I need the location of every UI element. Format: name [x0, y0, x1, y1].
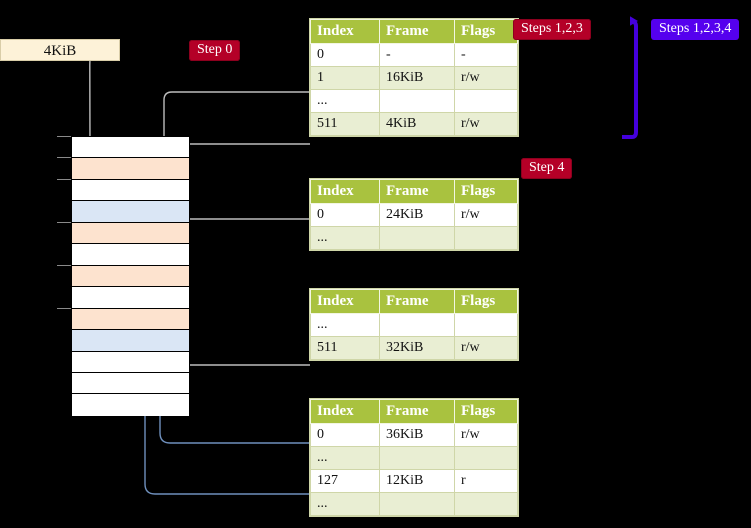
table-cell-index: 0	[310, 423, 380, 447]
memory-frame-row[interactable]	[72, 351, 189, 373]
memory-frame-row[interactable]	[72, 394, 189, 416]
memory-size-label: 4KiB	[0, 39, 120, 61]
memory-frame-row[interactable]	[72, 179, 189, 202]
column-header-frame: Frame	[379, 19, 455, 44]
table-cell-flags	[454, 446, 518, 470]
memory-frame-row[interactable]	[72, 158, 189, 180]
frame-tick-mark	[57, 178, 71, 180]
table-cell-frame: 32KiB	[379, 336, 455, 360]
table-row[interactable]: ...	[310, 492, 518, 516]
table-cell-flags: r/w	[454, 66, 518, 90]
table-cell-frame: -	[379, 43, 455, 67]
table-cell-frame: 4KiB	[379, 112, 455, 136]
table-cell-index: 511	[310, 112, 380, 136]
connector-table2-row511	[173, 314, 310, 366]
table-cell-flags	[454, 89, 518, 113]
table-cell-frame: 24KiB	[379, 203, 455, 227]
physical-memory-grid[interactable]	[71, 136, 190, 416]
column-header-frame: Frame	[379, 289, 455, 314]
table-cell-frame: 12KiB	[379, 469, 455, 493]
table-cell-index: 0	[310, 43, 380, 67]
bracket-steps-1234	[622, 16, 638, 139]
memory-frame-row[interactable]	[72, 330, 189, 352]
table-cell-index: ...	[310, 492, 380, 516]
column-header-index: Index	[310, 289, 380, 314]
table-cell-index: ...	[310, 313, 380, 337]
table-cell-frame: 36KiB	[379, 423, 455, 447]
table-cell-frame	[379, 492, 455, 516]
column-header-flags: Flags	[454, 179, 518, 204]
memory-frame-row[interactable]	[72, 201, 189, 223]
connector-table0-row511	[176, 143, 310, 153]
memory-frame-row[interactable]	[72, 287, 189, 309]
table-row[interactable]: 0--	[310, 43, 518, 67]
table-cell-frame: 16KiB	[379, 66, 455, 90]
badge-step-4: Step 4	[521, 158, 573, 179]
table-cell-frame	[379, 226, 455, 250]
frame-tick-mark	[57, 221, 71, 223]
frame-tick-mark	[57, 136, 71, 137]
table-cell-flags	[454, 492, 518, 516]
memory-frame-row[interactable]	[72, 222, 189, 245]
frame-tick-mark	[57, 157, 71, 159]
table-cell-flags	[454, 226, 518, 250]
table-cell-index: 0	[310, 203, 380, 227]
column-header-flags: Flags	[454, 399, 518, 424]
table-cell-flags: r	[454, 469, 518, 493]
column-header-index: Index	[310, 19, 380, 44]
column-header-flags: Flags	[454, 19, 518, 44]
table-cell-index: 127	[310, 469, 380, 493]
table-cell-flags: -	[454, 43, 518, 67]
column-header-index: Index	[310, 179, 380, 204]
frame-tick-mark	[57, 307, 71, 309]
table-row[interactable]: ...	[310, 313, 518, 337]
column-header-flags: Flags	[454, 289, 518, 314]
table-cell-index: 511	[310, 336, 380, 360]
memory-frame-row[interactable]	[72, 244, 189, 266]
table-cell-frame	[379, 446, 455, 470]
column-header-frame: Frame	[379, 179, 455, 204]
table-cell-index: ...	[310, 89, 380, 113]
column-header-index: Index	[310, 399, 380, 424]
table-cell-flags	[454, 313, 518, 337]
memory-frame-row[interactable]	[72, 137, 189, 159]
table-cell-index: 1	[310, 66, 380, 90]
table-cell-flags: r/w	[454, 112, 518, 136]
table-cell-flags: r/w	[454, 203, 518, 227]
badge-step-0: Step 0	[189, 40, 241, 61]
table-row[interactable]: ...	[310, 89, 518, 113]
table-cell-index: ...	[310, 446, 380, 470]
badge-steps-1-2-3: Steps 1,2,3	[513, 19, 591, 40]
table-row[interactable]: ...	[310, 446, 518, 470]
frame-tick-mark	[57, 264, 71, 266]
table-cell-index: ...	[310, 226, 380, 250]
table-cell-flags: r/w	[454, 423, 518, 447]
badge-steps-1-2-3-4: Steps 1,2,3,4	[651, 19, 740, 40]
memory-frame-row[interactable]	[72, 372, 189, 395]
column-header-frame: Frame	[379, 399, 455, 424]
memory-frame-row[interactable]	[72, 308, 189, 331]
table-cell-frame	[379, 89, 455, 113]
table-row[interactable]: ...	[310, 226, 518, 250]
table-cell-frame	[379, 313, 455, 337]
memory-frame-row[interactable]	[72, 265, 189, 288]
table-cell-flags: r/w	[454, 336, 518, 360]
